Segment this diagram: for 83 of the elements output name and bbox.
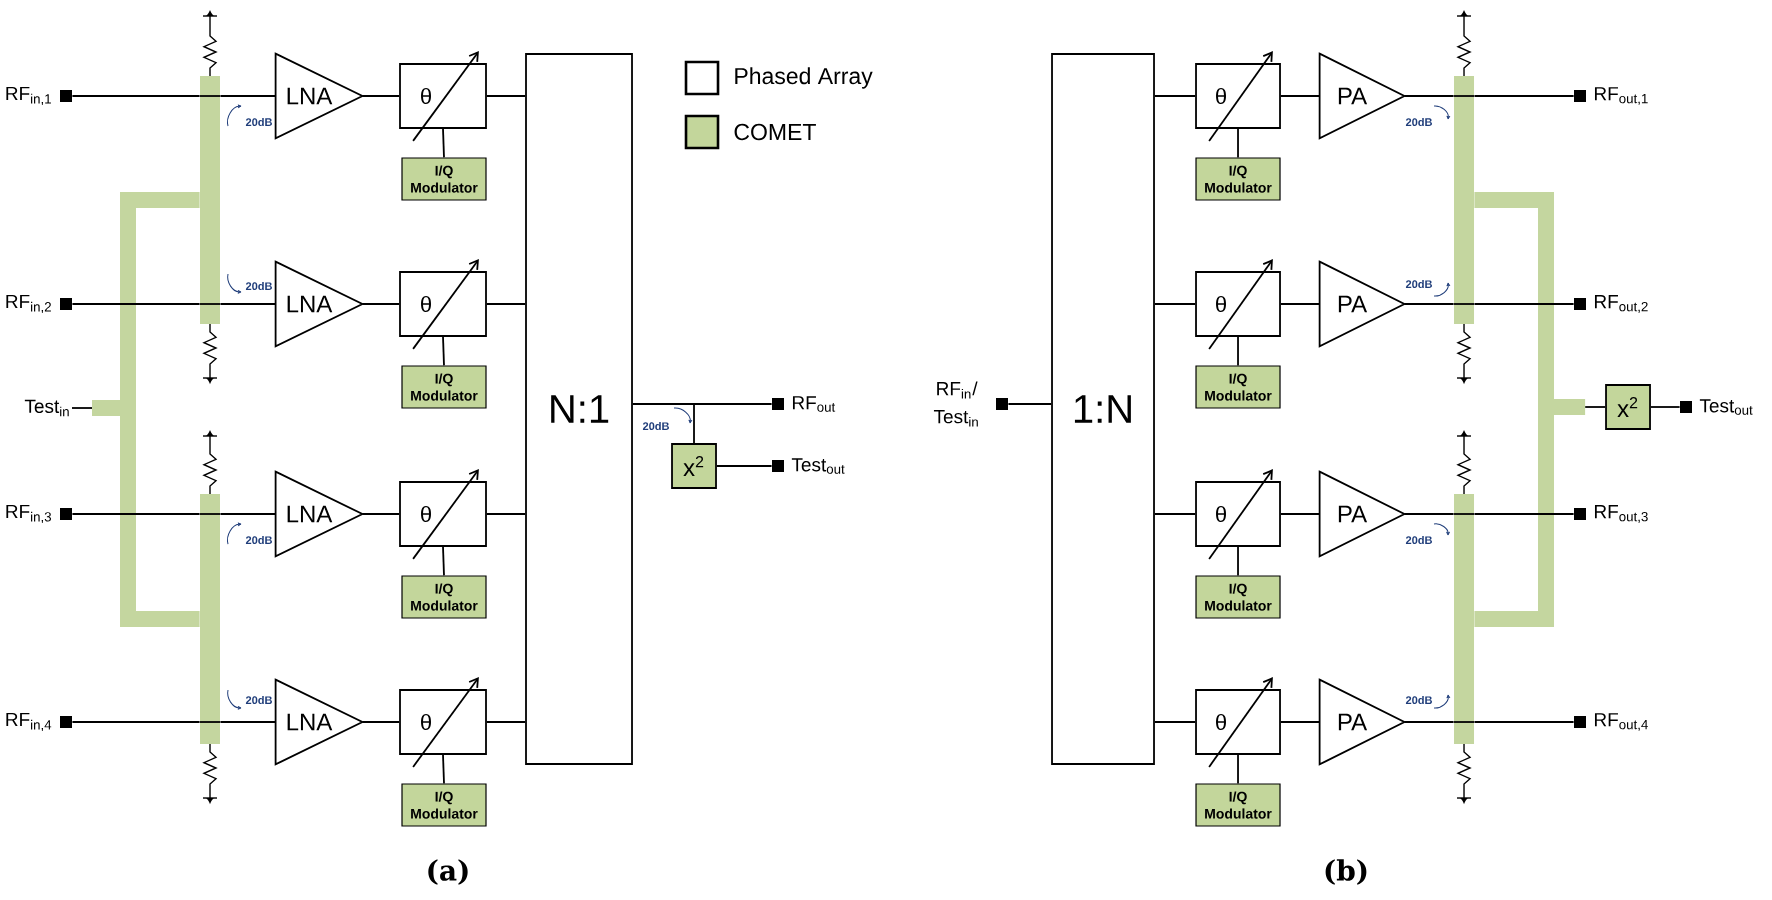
signal-line [71, 303, 201, 305]
subfigure-label: (a) [428, 859, 468, 885]
signal-line [486, 95, 526, 97]
port-label: Test$_{out}$ [791, 458, 845, 474]
signal-line [486, 721, 526, 723]
signal-line [1154, 513, 1196, 515]
port-label: RF$_{in,4}$ [6, 712, 52, 732]
signal-line [1650, 406, 1681, 408]
signal-line [71, 95, 201, 97]
signal-line [442, 128, 445, 159]
detector-box: x$^{2}$ [671, 443, 717, 489]
phase-shifter: θ [399, 469, 487, 560]
signal-line [632, 403, 773, 444]
phase-shifter: θ [399, 51, 487, 142]
port-label: Test$_{in}$ [24, 399, 69, 417]
port-label: RF$_{out}$ [793, 396, 836, 412]
signal-line [1154, 95, 1196, 97]
signal-line [1280, 303, 1321, 305]
signal-line [1154, 721, 1196, 723]
port-label: RF$_{in,3}$ [6, 504, 51, 524]
phase-shifter: θ [1195, 677, 1281, 768]
signal-line [1403, 721, 1455, 723]
amplifier-triangle: LNA [274, 678, 365, 766]
signal-line [1473, 303, 1575, 305]
signal-line [1237, 336, 1239, 367]
legend-label: Phased Array [735, 67, 873, 89]
combiner-box: N:1 [525, 53, 633, 765]
signal-line [442, 546, 445, 577]
test-line [1474, 192, 1586, 627]
signal-line [1403, 303, 1455, 305]
port-label: RF$_{out,3}$ [1595, 505, 1648, 523]
signal-line [1280, 513, 1321, 515]
signal-line [1280, 721, 1321, 723]
port-label: RF$_{in,1}$ [6, 86, 51, 106]
splitter-box: 1:N [1051, 53, 1155, 765]
signal-line [361, 95, 400, 97]
port-label: RF$_{in}$/ Test$_{in}$ [933, 381, 978, 427]
amplifier-triangle: LNA [274, 260, 365, 348]
phase-shifter: θ [1195, 51, 1281, 142]
signal-line [442, 754, 445, 785]
signal-line [1403, 513, 1455, 515]
signal-line [442, 336, 445, 367]
signal-line [361, 303, 400, 305]
amplifier-triangle: PA [1318, 260, 1407, 348]
signal-line [219, 513, 277, 515]
signal-line [1473, 513, 1575, 515]
signal-line [1473, 721, 1575, 723]
phase-shifter: θ [1195, 469, 1281, 560]
signal-line [1007, 403, 1052, 405]
legend-label: COMET [734, 123, 816, 141]
test-line [92, 192, 200, 627]
signal-line [1280, 95, 1321, 97]
subfigure-label: (b) [1325, 859, 1367, 885]
port-label: RF$_{in,2}$ [6, 294, 51, 314]
signal-line [1403, 95, 1455, 97]
port-label: RF$_{out,1}$ [1595, 87, 1648, 105]
signal-line [716, 465, 773, 467]
phase-shifter: θ [399, 259, 487, 350]
amplifier-triangle: PA [1318, 678, 1407, 766]
signal-line [71, 721, 201, 723]
phase-shifter: θ [1195, 259, 1281, 350]
signal-line [486, 303, 526, 305]
signal-line [1473, 95, 1575, 97]
port-label: Test$_{out}$ [1699, 399, 1753, 415]
amplifier-triangle: PA [1318, 470, 1407, 558]
signal-line [1237, 546, 1239, 577]
amplifier-triangle: PA [1318, 52, 1407, 140]
detector-box: x$^{2}$ [1605, 384, 1651, 430]
signal-line [361, 513, 400, 515]
amplifier-triangle: LNA [274, 470, 365, 558]
amplifier-triangle: LNA [274, 52, 365, 140]
port-label: RF$_{out,4}$ [1595, 713, 1648, 731]
port-label: RF$_{out,2}$ [1595, 295, 1648, 313]
signal-line [1154, 303, 1196, 305]
signal-line [1237, 128, 1239, 159]
signal-line [219, 721, 277, 723]
signal-line [486, 513, 526, 515]
signal-line [361, 721, 400, 723]
signal-line [219, 303, 277, 305]
signal-line [219, 95, 277, 97]
signal-line [71, 513, 201, 515]
phase-shifter: θ [399, 677, 487, 768]
signal-line [1237, 754, 1239, 785]
